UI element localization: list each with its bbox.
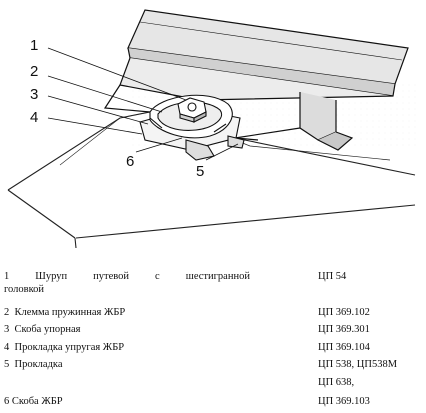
part-num: 2 [4,307,10,318]
part-code: ЦП 538, ЦП538М [318,359,398,370]
part-desc-cont: головкой [4,284,45,295]
part-word: с [155,271,160,282]
callout-6: 6 [126,153,134,170]
part-num: 4 [4,342,10,353]
part-desc: Скоба упорная [14,324,81,335]
parts-list: 1 Шуруп путевой с шестигранной головкой … [0,262,426,413]
callout-3: 3 [30,86,38,103]
part-desc: Скоба ЖБР [11,396,63,407]
part-word: шестигранной [185,271,250,282]
part-desc: 1 Шуруп путевой с шестигранной головкой [4,270,294,296]
part-code: ЦП 54 [318,271,347,282]
callout-1: 1 [30,37,38,54]
part-num: 6 [4,396,10,407]
part-code: ЦП 369.102 [318,307,370,318]
callout-2: 2 [30,63,38,80]
part-desc: Клемма пружинная ЖБР [14,307,126,318]
part-code: ЦП 369.103 [318,396,370,407]
part-code-cont: ЦП 638, [318,377,355,388]
part-code: ЦП 369.301 [318,324,370,335]
part-num: 5 [4,359,10,370]
part-num: 3 [4,324,10,335]
part-desc: Прокладка упругая ЖБР [14,342,125,353]
part-desc: Прокладка [14,359,63,370]
rail [103,9,409,151]
callout-5: 5 [196,163,204,180]
part-word: Шуруп [35,271,68,282]
part-word: путевой [93,271,130,282]
part-num: 1 [4,271,10,282]
leader-lines [47,47,239,161]
callout-4: 4 [30,109,38,126]
part-code: ЦП 369.104 [318,342,370,353]
fastener-assembly [139,94,245,161]
rail-fastening-drawing: 1 2 3 4 5 6 [7,9,420,249]
